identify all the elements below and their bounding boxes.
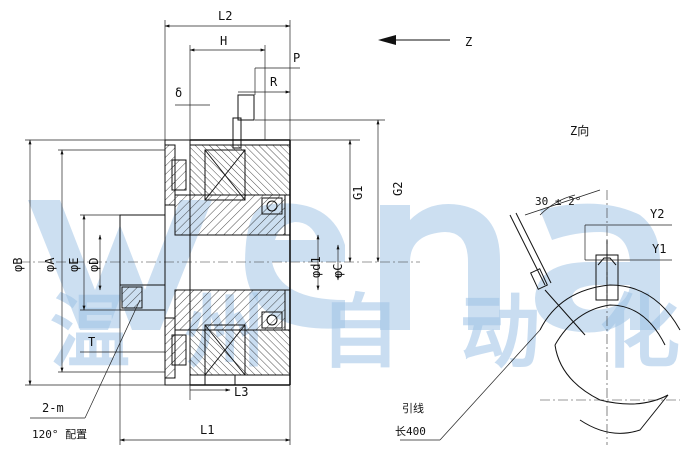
label-g2: G2: [391, 182, 405, 196]
label-l1: L1: [200, 423, 214, 437]
housing-bottom-hatch: [189, 329, 291, 376]
label-z-view: Z向: [570, 123, 589, 138]
watermark-char-5: 化: [600, 286, 680, 379]
label-h: H: [220, 34, 227, 48]
watermark-char-4: 动: [460, 286, 540, 379]
label-y1: Y1: [652, 242, 666, 256]
bottom-tab-box: [204, 374, 236, 386]
spring-top: [171, 159, 187, 191]
label-a: φA: [43, 257, 57, 272]
label-holes: 2-m: [42, 401, 64, 415]
lead-plug: [530, 268, 548, 290]
z-arrow: Z: [378, 35, 472, 49]
angle-leader: [524, 189, 601, 216]
hub-left-hatch: [121, 286, 143, 309]
lead-terminal: [232, 117, 242, 149]
label-c: φC: [331, 264, 345, 278]
lead-wire-1: [509, 214, 546, 286]
shaft-upper-hatch: [174, 194, 286, 236]
label-angle: 30 ± 2°: [535, 195, 581, 208]
dimensions: L2 H P R δ G1 G2 φd1 φC φB: [11, 9, 405, 445]
label-t: T: [88, 335, 95, 349]
label-b: φB: [11, 258, 25, 272]
label-holes-note: 120° 配置: [32, 428, 87, 441]
lead-terminal-head: [237, 94, 255, 121]
bolt-bottom: [261, 311, 283, 329]
zview-arc-inner: [554, 304, 666, 346]
label-z: Z: [465, 35, 472, 49]
label-d: φD: [87, 258, 101, 272]
coil-cross-top-2: [204, 149, 246, 201]
section-view: [20, 94, 420, 386]
watermark-n-glyph: [380, 204, 500, 330]
label-y2: Y2: [650, 207, 664, 221]
label-d1: φd1: [309, 256, 323, 278]
z-view: Z向 Y2 Y1 30 ± 2° 引线 长400: [395, 123, 681, 445]
hub-left-step: [119, 284, 166, 311]
bolt-bottom-head: [266, 314, 278, 326]
label-r: R: [270, 75, 278, 89]
z-arrow-head: [378, 35, 396, 45]
lead-wire-3: [544, 289, 586, 336]
bolt-top-head: [266, 200, 278, 212]
label-lead: 引线: [402, 401, 424, 415]
label-g1: G1: [351, 186, 365, 200]
bolt-top: [261, 197, 283, 215]
coil-cross-bottom-2: [204, 324, 246, 376]
label-e: φE: [67, 258, 81, 272]
watermark-a-glyph: [535, 203, 660, 333]
spring-bottom: [171, 334, 187, 366]
lead-callout-leader: [439, 329, 541, 441]
angle-arc: [539, 194, 576, 216]
label-l3: L3: [234, 385, 248, 399]
zview-arc-outer: [539, 284, 681, 331]
holes-leader: [84, 299, 141, 419]
zview-lower: [579, 394, 669, 434]
label-p: P: [293, 51, 300, 65]
label-lead-len: 长400: [395, 425, 426, 438]
watermark-char-3: 自: [320, 286, 400, 379]
label-l2: L2: [218, 9, 232, 23]
label-delta: δ: [175, 86, 182, 100]
shaft-lower-hatch: [174, 289, 286, 331]
coil-box-top: [204, 149, 246, 201]
housing-top-hatch: [189, 144, 291, 196]
lead-wire-2: [515, 212, 552, 284]
